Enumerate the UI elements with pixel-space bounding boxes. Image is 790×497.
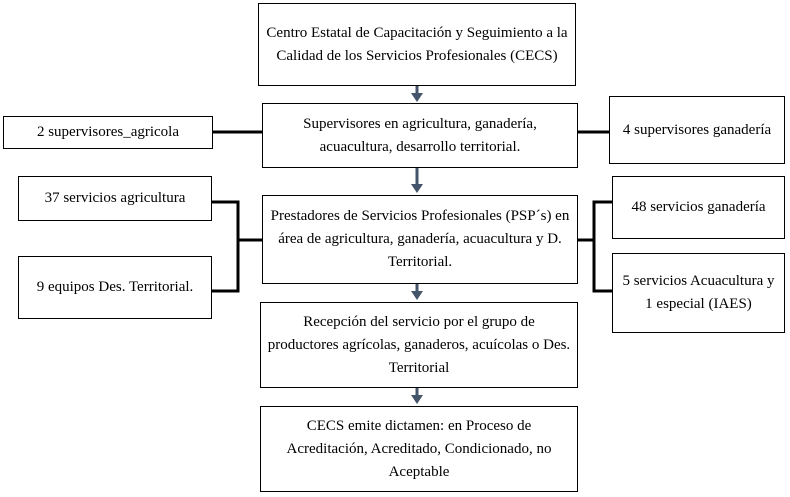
- services-agricultura-box: 37 servicios agricultura: [18, 176, 212, 221]
- arrowhead-psp: [411, 184, 423, 193]
- services-acuacultura-box: 5 servicios Acuacultura y 1 especial (IA…: [612, 253, 785, 333]
- cecs-box-text: Centro Estatal de Capacitación y Seguimi…: [266, 24, 568, 64]
- side-connectors: [212, 130, 612, 293]
- psp-box-text: Prestadores de Servicios Profesionales (…: [270, 208, 570, 270]
- teams-territorial-box: 9 equipos Des. Territorial.: [18, 256, 212, 319]
- flow-arrows: [411, 85, 423, 404]
- services-acuacultura-text: 5 servicios Acuacultura y 1 especial (IA…: [622, 273, 775, 312]
- supervisors-ganaderia-text: 4 supervisores ganadería: [622, 121, 772, 138]
- connector-right-bracket: [592, 200, 612, 293]
- supervisors-agricultura-box: 2 supervisores_agricola: [3, 116, 213, 149]
- supervisors-box: Supervisores en agricultura, ganadería, …: [262, 103, 578, 168]
- arrowhead-reception: [411, 291, 423, 300]
- reception-box: Recepción del servicio por el grupo de p…: [260, 302, 578, 388]
- dictamen-box-text: CECS emite dictamen: en Proceso de Acred…: [286, 417, 552, 480]
- services-ganaderia-box: 48 servicios ganadería: [612, 176, 785, 239]
- arrowhead-dictamen: [411, 395, 423, 404]
- teams-territorial-text: 9 equipos Des. Territorial.: [36, 279, 194, 295]
- connector-left-bracket: [212, 200, 240, 293]
- dictamen-box: CECS emite dictamen: en Proceso de Acred…: [260, 406, 578, 492]
- supervisors-agricultura-text: 2 supervisores_agricola: [36, 124, 180, 140]
- supervisors-box-text: Supervisores en agricultura, ganadería, …: [303, 115, 537, 155]
- reception-box-text: Recepción del servicio por el grupo de p…: [267, 313, 571, 376]
- cecs-box: Centro Estatal de Capacitación y Seguimi…: [258, 3, 576, 86]
- arrowhead-supervisors: [411, 93, 423, 102]
- supervisors-ganaderia-box: 4 supervisores ganadería: [609, 96, 785, 164]
- services-agricultura-text: 37 servicios agricultura: [44, 190, 186, 206]
- psp-box: Prestadores de Servicios Profesionales (…: [262, 195, 578, 284]
- services-ganaderia-text: 48 servicios ganadería: [631, 199, 766, 215]
